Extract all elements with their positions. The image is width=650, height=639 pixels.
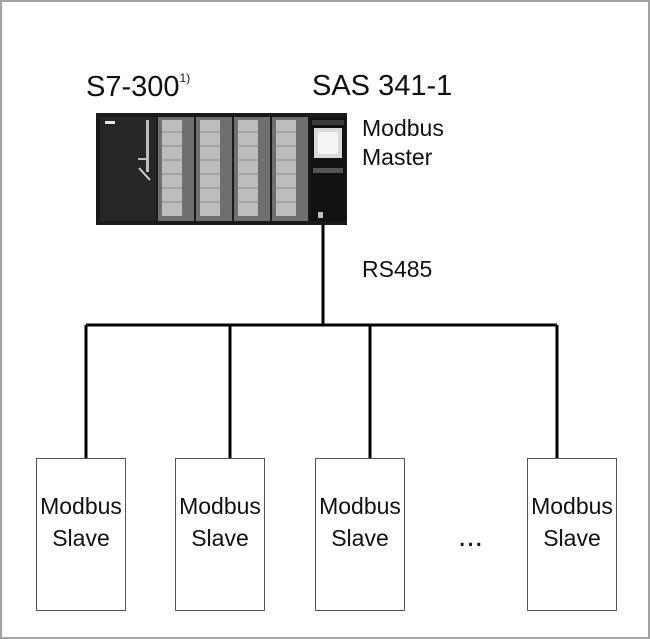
sas-341-label: SAS 341-1: [312, 70, 453, 102]
rs485-bus-lines: [84, 225, 559, 458]
s7-300-label: S7-3001): [86, 71, 191, 103]
footnote-marker: 1): [179, 71, 191, 85]
modbus-master-label-line1: Modbus: [362, 115, 444, 141]
more-slaves-ellipsis: ...: [458, 520, 484, 553]
rs485-label: RS485: [362, 256, 433, 282]
plc-rack-image: [96, 113, 347, 225]
modbus-master-label-line2: Master: [362, 144, 433, 170]
